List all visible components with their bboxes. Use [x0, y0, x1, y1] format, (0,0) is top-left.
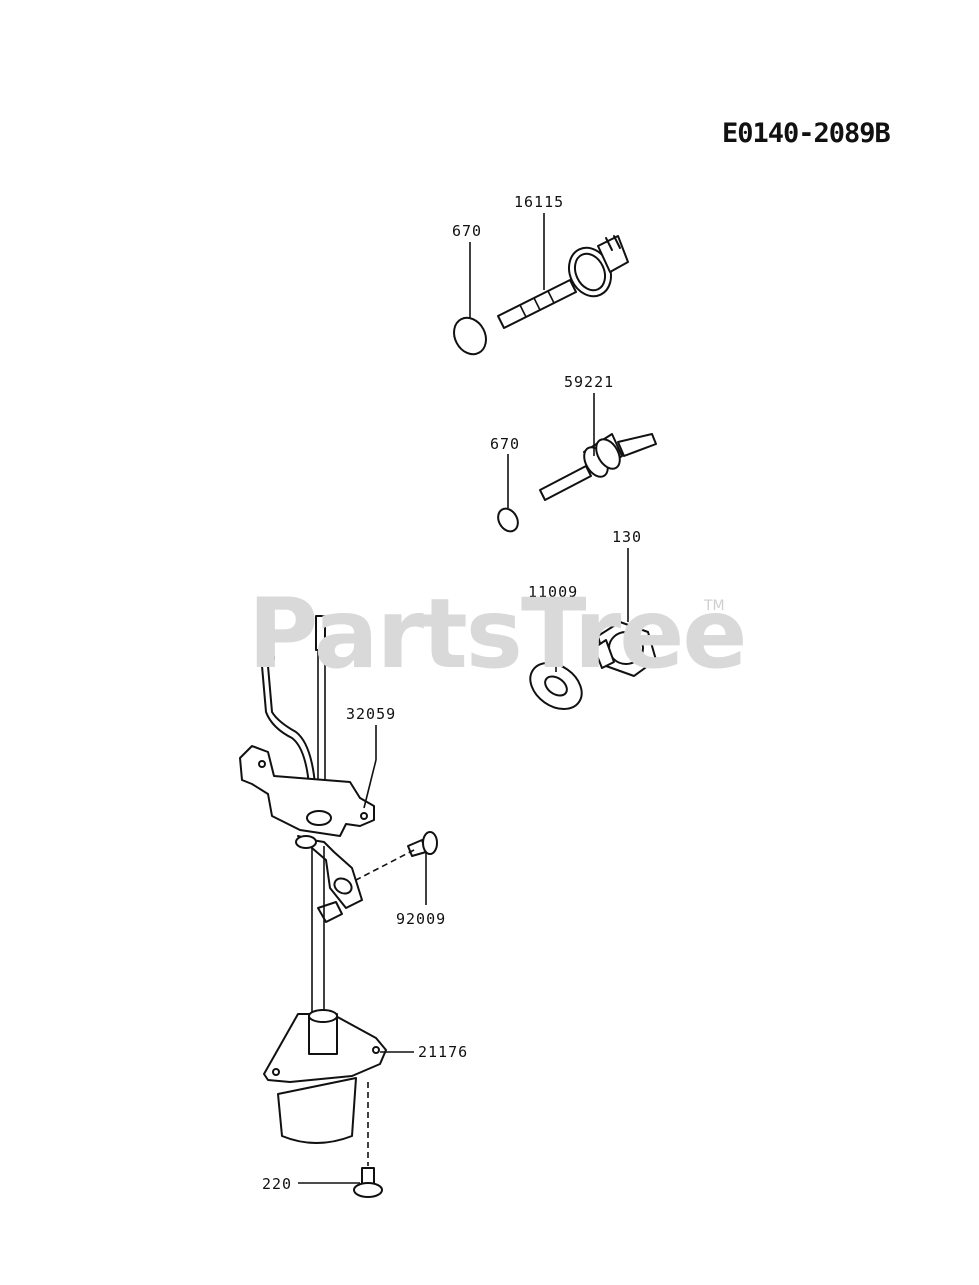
callout-16115: 16115 — [514, 193, 564, 211]
callout-130: 130 — [612, 528, 642, 546]
part-16115-drain-valve[interactable] — [497, 235, 629, 329]
part-32059-sensor-bracket[interactable] — [239, 615, 375, 1022]
callout-59221: 59221 — [564, 373, 614, 391]
callout-32059: 32059 — [346, 705, 396, 723]
callout-21176: 21176 — [418, 1043, 468, 1061]
callout-220: 220 — [262, 1175, 292, 1193]
diagram-code: E0140-2089B — [722, 118, 891, 149]
callout-11009: 11009 — [528, 583, 578, 601]
callout-670-upper: 670 — [452, 222, 482, 240]
part-220-bolt[interactable] — [353, 1167, 383, 1198]
part-130-plug[interactable] — [593, 621, 657, 677]
part-92009-screw[interactable] — [407, 831, 438, 857]
part-670-o-ring-lower[interactable] — [494, 505, 522, 535]
part-11009-washer[interactable] — [522, 654, 591, 719]
callout-labels: 16115 670 59221 670 130 11009 32059 9200… — [262, 193, 642, 1193]
part-59221-valve[interactable] — [539, 433, 657, 501]
callout-92009: 92009 — [396, 910, 446, 928]
watermark-trademark: TM — [704, 598, 725, 614]
callout-670-lower: 670 — [490, 435, 520, 453]
part-21176-float-housing[interactable] — [263, 1009, 387, 1144]
part-670-o-ring-upper[interactable] — [448, 312, 492, 360]
leader-lines — [298, 213, 629, 1184]
watermark: PartsTree — [248, 578, 747, 690]
